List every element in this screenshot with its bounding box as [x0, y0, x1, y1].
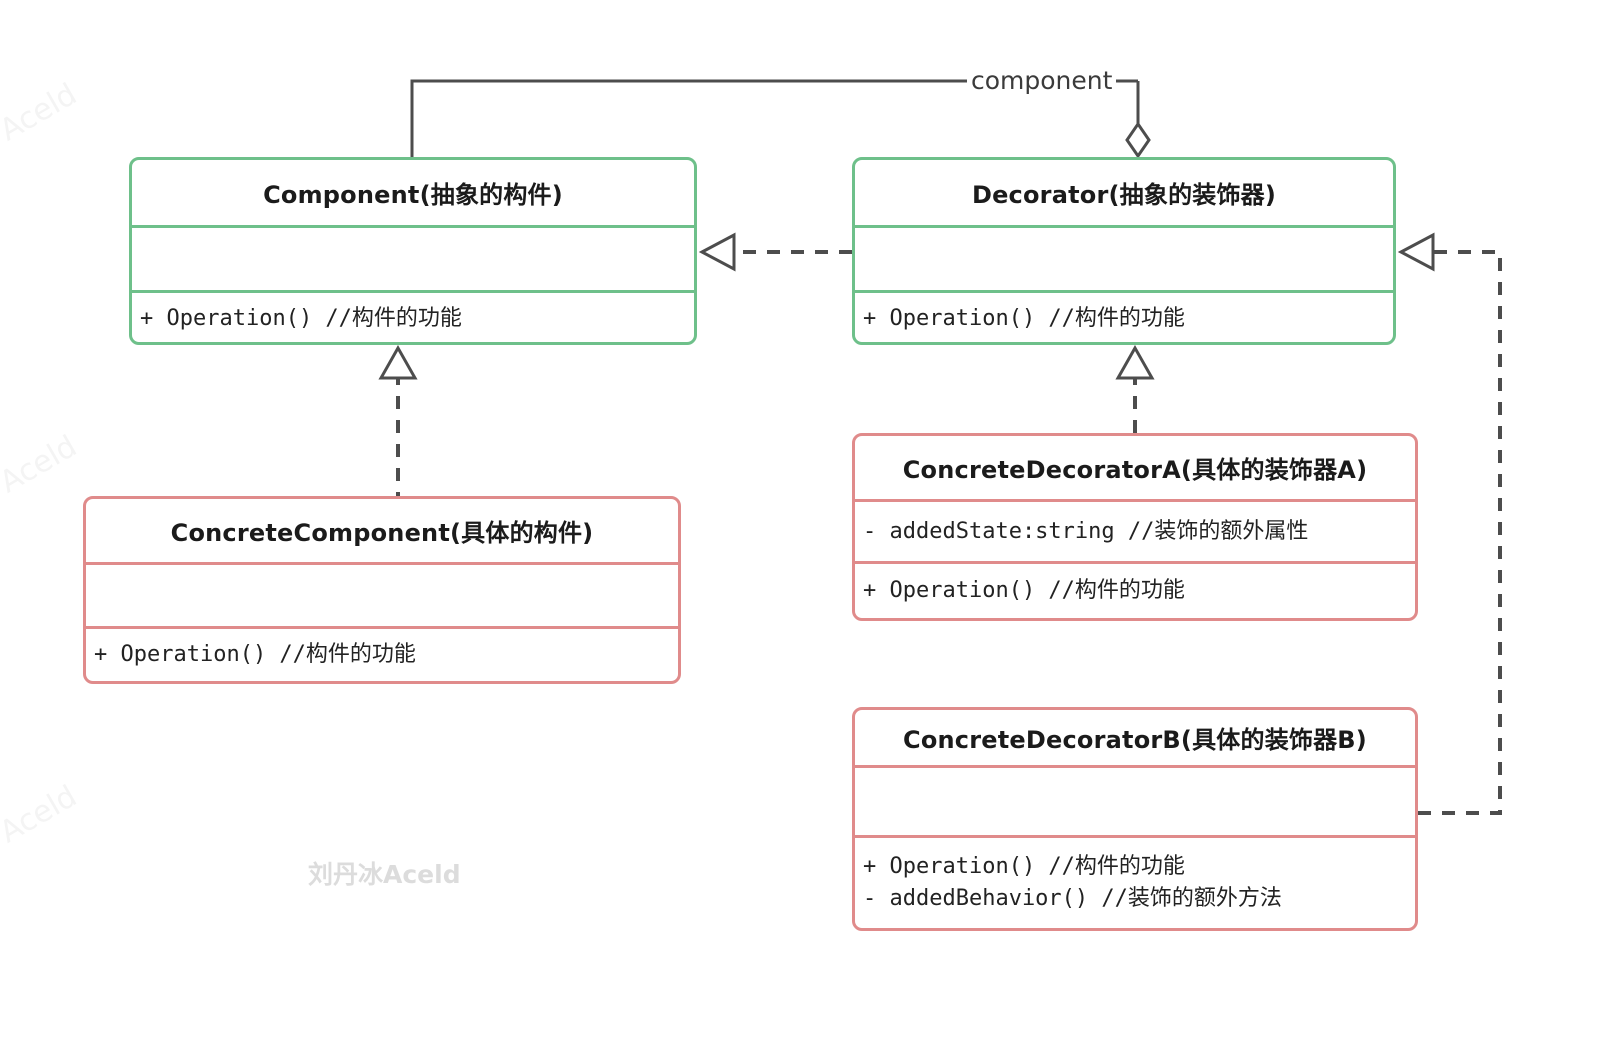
decorator-operations-section: + Operation() //构件的功能 — [855, 290, 1393, 342]
concrete-decorator-a-title: ConcreteDecoratorA(具体的装饰器A) — [902, 456, 1368, 484]
realization-arrowhead-icon — [698, 232, 736, 272]
component-title: Component(抽象的构件) — [263, 181, 563, 209]
concrete-decorator-a-attribute-0: - addedState:string //装饰的额外属性 — [863, 518, 1309, 544]
realization-arrowhead-icon — [1115, 344, 1155, 380]
watermark-center: 刘丹冰Aceld — [308, 860, 461, 889]
concrete-decorator-a-attributes-section: - addedState:string //装饰的额外属性 — [855, 499, 1415, 561]
concrete-decorator-a-title-section: ConcreteDecoratorA(具体的装饰器A) — [855, 436, 1415, 499]
concrete-decorator-b-title: ConcreteDecoratorB(具体的装饰器B) — [903, 726, 1367, 754]
aggregation-diamond-icon — [1125, 121, 1151, 159]
decorator-title: Decorator(抽象的装饰器) — [971, 181, 1277, 209]
component-title-section: Component(抽象的构件) — [132, 160, 694, 225]
concrete-decorator-b-attributes-section — [855, 765, 1415, 835]
concrete-component-title-section: ConcreteComponent(具体的构件) — [86, 499, 678, 562]
realization-decorator-to-component — [698, 232, 852, 272]
realization-concretecomponent-to-component — [378, 344, 418, 505]
concrete-decorator-a-operation-0: + Operation() //构件的功能 — [863, 578, 1185, 604]
realization-concretedecoratora-to-decorator — [1115, 344, 1155, 433]
concrete-decorator-b-operations-section: + Operation() //构件的功能 - addedBehavior() … — [855, 835, 1415, 928]
component-attributes-section — [132, 225, 694, 290]
concrete-component-title: ConcreteComponent(具体的构件) — [170, 519, 594, 547]
watermark-left-bottom: Aceld — [0, 778, 83, 851]
concrete-decorator-b-title-section: ConcreteDecoratorB(具体的装饰器B) — [855, 710, 1415, 765]
concrete-decorator-b-operation-1: - addedBehavior() //装饰的额外方法 — [863, 886, 1282, 911]
decorator-title-section: Decorator(抽象的装饰器) — [855, 160, 1393, 225]
class-box-concrete-decorator-b[interactable]: ConcreteDecoratorB(具体的装饰器B) + Operation(… — [852, 707, 1418, 931]
class-box-concrete-decorator-a[interactable]: ConcreteDecoratorA(具体的装饰器A) - addedState… — [852, 433, 1418, 621]
concrete-component-operation-0: + Operation() //构件的功能 — [94, 642, 416, 668]
class-box-concrete-component[interactable]: ConcreteComponent(具体的构件) + Operation() /… — [83, 496, 681, 684]
concrete-component-operations-section: + Operation() //构件的功能 — [86, 626, 678, 681]
watermark-left-middle: Aceld — [0, 428, 83, 501]
class-box-component[interactable]: Component(抽象的构件) + Operation() //构件的功能 — [129, 157, 697, 345]
decorator-attributes-section — [855, 225, 1393, 290]
decorator-operation-0: + Operation() //构件的功能 — [863, 306, 1185, 332]
component-operations-section: + Operation() //构件的功能 — [132, 290, 694, 342]
watermark-left-top: Aceld — [0, 76, 83, 149]
component-operation-0: + Operation() //构件的功能 — [140, 306, 462, 332]
concrete-decorator-b-operation-0: + Operation() //构件的功能 — [863, 854, 1185, 880]
realization-arrowhead-icon — [1397, 232, 1435, 272]
concrete-component-attributes-section — [86, 562, 678, 626]
realization-arrowhead-icon — [378, 344, 418, 380]
class-box-decorator[interactable]: Decorator(抽象的装饰器) + Operation() //构件的功能 — [852, 157, 1396, 345]
concrete-decorator-a-operations-section: + Operation() //构件的功能 — [855, 561, 1415, 618]
edge-label-component: component — [967, 66, 1117, 95]
